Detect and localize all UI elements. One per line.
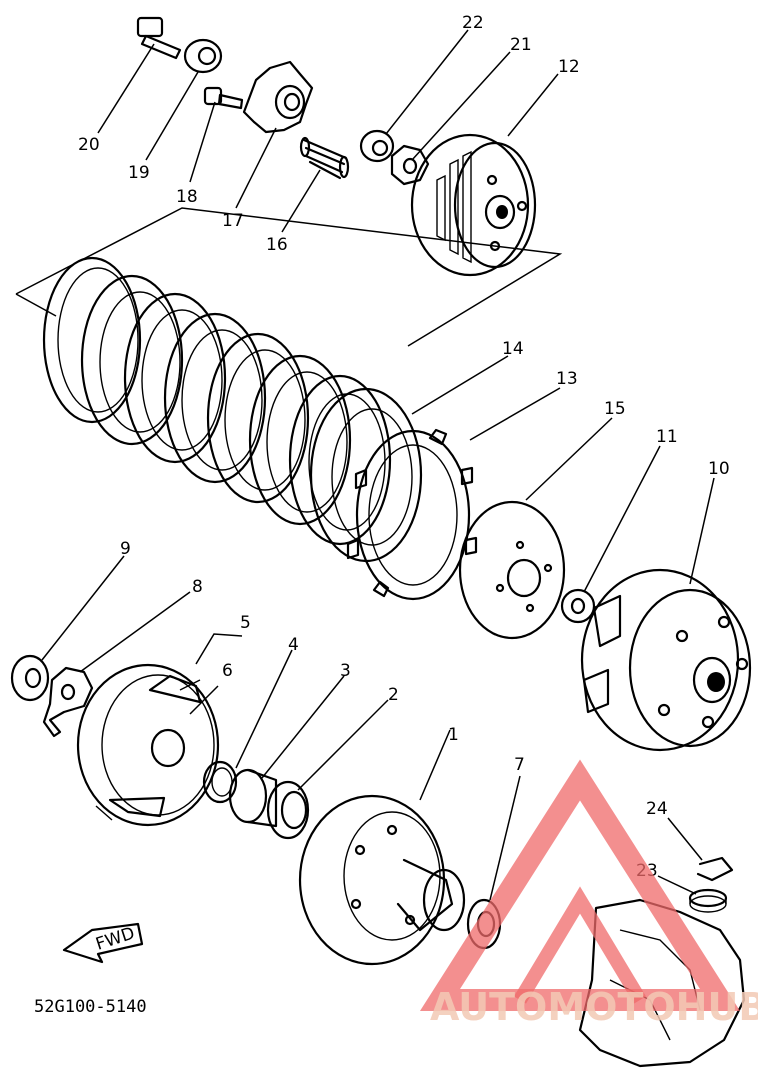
part-8-lock-plate <box>42 666 94 738</box>
leader-lines <box>41 29 715 901</box>
part-23-pin <box>688 888 728 913</box>
label-24: 24 <box>646 799 668 819</box>
fwd-arrow-icon: FWD <box>62 922 144 964</box>
label-4: 4 <box>288 635 299 655</box>
part-20-bolt <box>136 16 182 60</box>
label-6: 6 <box>222 661 233 681</box>
part-21-lockwasher <box>390 144 430 186</box>
label-18: 18 <box>176 187 198 207</box>
part-22-washer <box>359 129 395 163</box>
label-21: 21 <box>510 35 532 55</box>
part-12-clutch-boss <box>410 133 537 277</box>
label-15: 15 <box>604 399 626 419</box>
part-10-clutch-housing <box>580 568 752 752</box>
label-19: 19 <box>128 163 150 183</box>
diagram-code: 52G100-5140 <box>34 997 147 1017</box>
part-16-spring <box>299 136 350 180</box>
label-17: 17 <box>222 211 244 231</box>
part-17-plate <box>242 60 314 134</box>
label-8: 8 <box>192 577 203 597</box>
part-11-circlip <box>560 588 596 624</box>
label-16: 16 <box>266 235 288 255</box>
label-9: 9 <box>120 539 131 559</box>
label-14: 14 <box>502 339 524 359</box>
label-20: 20 <box>78 135 100 155</box>
part-15-pressure-disc <box>458 500 566 640</box>
label-3: 3 <box>340 661 351 681</box>
label-11: 11 <box>656 427 678 447</box>
label-12: 12 <box>558 57 580 77</box>
label-22: 22 <box>462 13 484 33</box>
part-4-ring <box>202 760 238 804</box>
part-18-bolt <box>203 86 244 110</box>
label-7: 7 <box>514 755 525 775</box>
label-10: 10 <box>708 459 730 479</box>
plate-group-bracket <box>15 207 563 347</box>
clutch-plate-stack <box>42 256 392 546</box>
watermark-logo: AUTOMOTOHUB <box>419 759 758 1029</box>
part-1-primary-drive <box>298 794 466 966</box>
watermark-text: AUTOMOTOHUB <box>430 985 758 1029</box>
part-13-friction-plate <box>346 428 478 601</box>
label-2: 2 <box>388 685 399 705</box>
part-5-6-centrifugal-assembly <box>76 663 220 827</box>
part-9-washer <box>10 654 50 702</box>
part-19-bearing <box>183 38 223 74</box>
label-1: 1 <box>448 725 459 745</box>
label-13: 13 <box>556 369 578 389</box>
part-24-clip <box>696 856 734 882</box>
part-2-bearing <box>266 780 310 840</box>
label-5: 5 <box>240 613 251 633</box>
part-3-oneway-clutch <box>228 768 278 828</box>
